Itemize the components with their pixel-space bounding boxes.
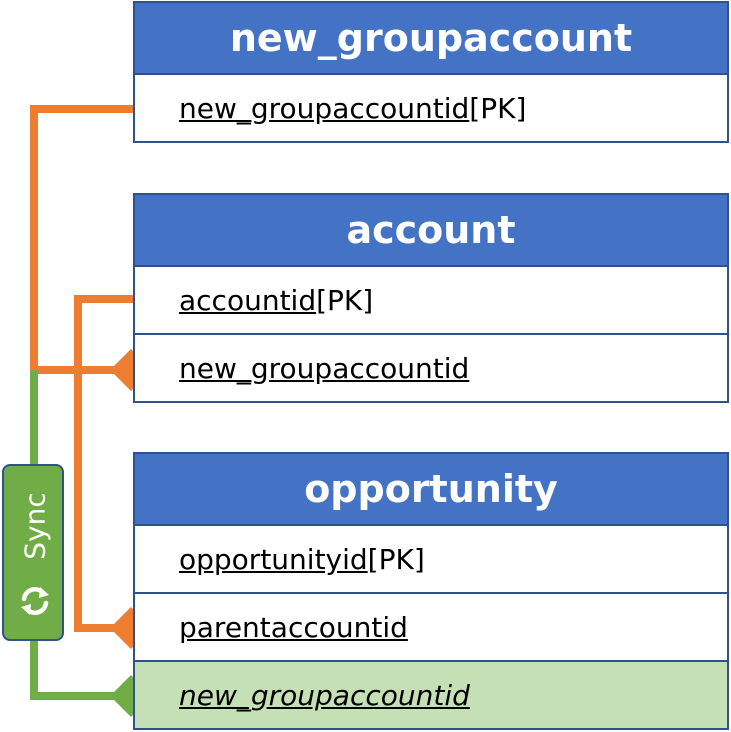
entity-title-opportunity: opportunity	[133, 452, 729, 526]
field-row-new-groupaccountid-pk: new_groupaccountid [PK]	[133, 75, 729, 143]
entity-title-text: new_groupaccount	[229, 16, 633, 60]
sync-link-bottom	[30, 640, 120, 700]
field-name: parentaccountid	[179, 610, 408, 644]
link-account-to-opportunity	[74, 295, 134, 632]
field-name: new_groupaccountid	[179, 678, 470, 712]
field-name: new_groupaccountid	[179, 91, 470, 125]
field-row-account-new-groupaccountid: new_groupaccountid	[133, 335, 729, 403]
field-suffix: [PK]	[316, 283, 374, 317]
field-row-accountid-pk: accountid [PK]	[133, 267, 729, 335]
entity-title-new-groupaccount: new_groupaccount	[133, 1, 729, 75]
field-name: opportunityid	[179, 542, 368, 576]
entity-title-text: opportunity	[304, 467, 558, 511]
field-row-opportunity-new-groupaccountid: new_groupaccountid	[133, 662, 729, 730]
entity-title-account: account	[133, 193, 729, 267]
field-row-parentaccountid: parentaccountid	[133, 594, 729, 662]
sync-label: Sync	[18, 492, 52, 560]
entity-title-text: account	[346, 208, 516, 252]
field-row-opportunityid-pk: opportunityid [PK]	[133, 526, 729, 594]
link-groupaccount-to-account	[30, 105, 134, 374]
sync-box: Sync	[2, 464, 64, 641]
field-suffix: [PK]	[469, 91, 527, 125]
field-suffix: [PK]	[367, 542, 425, 576]
sync-icon	[21, 586, 49, 616]
field-name: accountid	[179, 283, 317, 317]
field-name: new_groupaccountid	[179, 351, 470, 385]
